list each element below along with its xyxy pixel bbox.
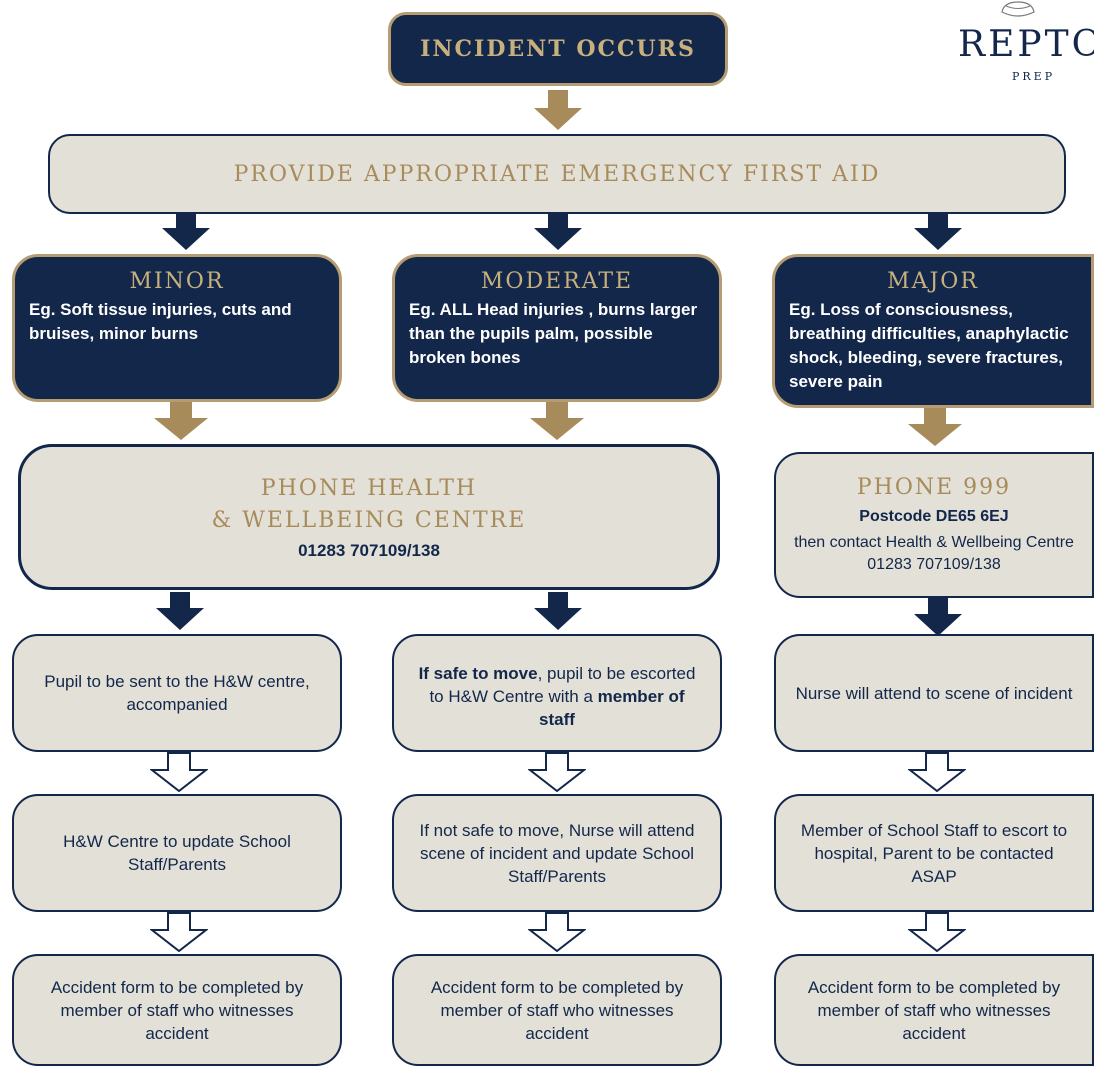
outline-arrow-down-icon xyxy=(908,912,966,952)
incident-occurs-label: INCIDENT OCCURS xyxy=(420,36,696,62)
moderate-step1-bold: If safe to move xyxy=(418,664,538,683)
navy-arrow-down-icon xyxy=(914,598,962,636)
major-title: MAJOR xyxy=(887,269,979,294)
major-box: MAJOR Eg. Loss of consciousness, breathi… xyxy=(772,254,1094,408)
outline-arrow-down-icon xyxy=(150,752,208,792)
moderate-description: Eg. ALL Head injuries , burns larger tha… xyxy=(409,300,698,367)
phone-999-then-contact: then contact Health & Wellbeing Centre 0… xyxy=(794,533,1074,573)
major-step2-box: Member of School Staff to escort to hosp… xyxy=(774,794,1094,912)
minor-title: MINOR xyxy=(129,269,225,294)
incident-occurs-box: INCIDENT OCCURS xyxy=(388,12,728,86)
moderate-step2-box: If not safe to move, Nurse will attend s… xyxy=(392,794,722,912)
moderate-step1-mid: , pupil to be escorted to H&W Centre wit… xyxy=(429,664,696,706)
major-step3-text: Accident form to be completed by member … xyxy=(807,977,1061,1043)
phone-999-box: PHONE 999 Postcode DE65 6EJ then contact… xyxy=(774,452,1094,598)
moderate-step2-text: If not safe to move, Nurse will attend s… xyxy=(419,820,695,886)
moderate-step3-text: Accident form to be completed by member … xyxy=(430,977,684,1043)
outline-arrow-down-icon xyxy=(150,912,208,952)
gold-arrow-down-icon xyxy=(908,408,962,446)
major-step1-box: Nurse will attend to scene of incident xyxy=(774,634,1094,752)
phone-hw-line1: PHONE HEALTH xyxy=(260,476,478,501)
first-aid-box: PROVIDE APPROPRIATE EMERGENCY FIRST AID xyxy=(48,134,1066,214)
minor-step2-text: H&W Centre to update School Staff/Parent… xyxy=(63,832,291,874)
first-aid-label: PROVIDE APPROPRIATE EMERGENCY FIRST AID xyxy=(233,161,881,187)
major-description: Eg. Loss of consciousness, breathing dif… xyxy=(789,300,1069,391)
phone-hw-line2: & WELLBEING CENTRE xyxy=(211,508,527,533)
minor-step3-text: Accident form to be completed by member … xyxy=(50,977,304,1043)
navy-arrow-down-icon xyxy=(156,592,204,630)
phone-hw-number: 01283 707109/138 xyxy=(298,541,440,560)
major-step1-text: Nurse will attend to scene of incident xyxy=(795,683,1073,703)
repton-prep-logo: REPTON PREP xyxy=(958,1,1094,83)
outline-arrow-down-icon xyxy=(908,752,966,792)
minor-step1-text: Pupil to be sent to the H&W centre, acco… xyxy=(44,672,310,714)
logo-sub: PREP xyxy=(1012,70,1055,83)
logo-name: REPTON xyxy=(958,24,1094,65)
phone-999-title: PHONE 999 xyxy=(856,474,1012,500)
moderate-step1-box: If safe to move, pupil to be escorted to… xyxy=(392,634,722,752)
moderate-title: MODERATE xyxy=(480,269,634,294)
moderate-step3-box: Accident form to be completed by member … xyxy=(392,954,722,1066)
gold-arrow-down-icon xyxy=(530,402,584,440)
minor-step1-box: Pupil to be sent to the H&W centre, acco… xyxy=(12,634,342,752)
gold-arrow-down-icon xyxy=(534,90,582,130)
outline-arrow-down-icon xyxy=(528,752,586,792)
phone-health-wellbeing-box: PHONE HEALTH & WELLBEING CENTRE 01283 70… xyxy=(18,444,720,590)
crest-icon xyxy=(1001,1,1035,17)
major-step3-box: Accident form to be completed by member … xyxy=(774,954,1094,1066)
outline-arrow-down-icon xyxy=(528,912,586,952)
major-step2-text: Member of School Staff to escort to hosp… xyxy=(800,820,1068,886)
moderate-step1-bold2: member of staff xyxy=(539,687,685,729)
navy-arrow-down-icon xyxy=(534,592,582,630)
phone-999-postcode: Postcode DE65 6EJ xyxy=(859,507,1009,525)
minor-box: MINOR Eg. Soft tissue injuries, cuts and… xyxy=(12,254,342,402)
navy-arrow-down-icon xyxy=(534,212,582,250)
gold-arrow-down-icon xyxy=(154,402,208,440)
moderate-box: MODERATE Eg. ALL Head injuries , burns l… xyxy=(392,254,722,402)
navy-arrow-down-icon xyxy=(162,212,210,250)
minor-description: Eg. Soft tissue injuries, cuts and bruis… xyxy=(29,300,292,343)
minor-step3-box: Accident form to be completed by member … xyxy=(12,954,342,1066)
minor-step2-box: H&W Centre to update School Staff/Parent… xyxy=(12,794,342,912)
navy-arrow-down-icon xyxy=(914,212,962,250)
